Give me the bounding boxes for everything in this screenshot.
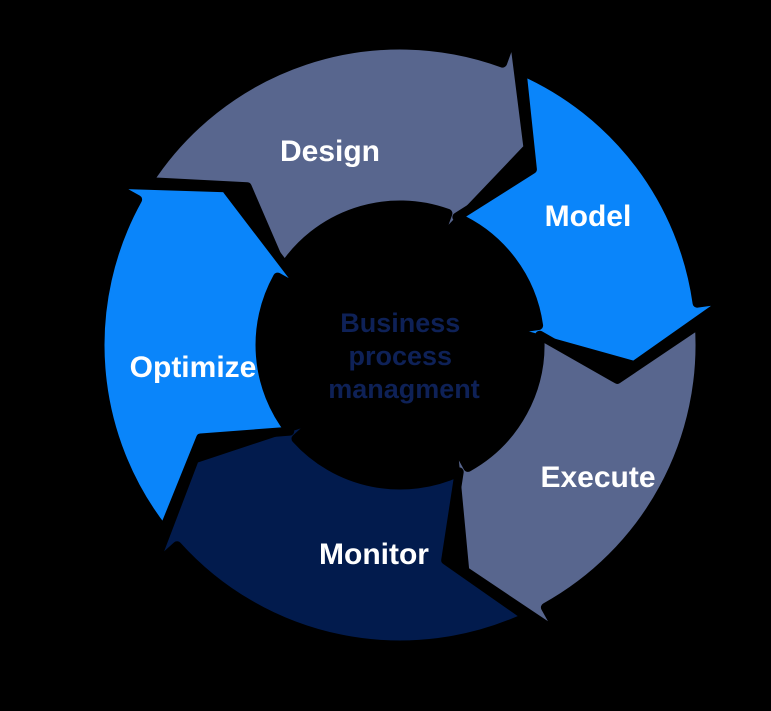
arrow-monitor — [148, 412, 532, 650]
step-label-execute: Execute — [540, 461, 655, 494]
step-label-optimize: Optimize — [130, 351, 257, 384]
diagram-title-line-3: managment — [328, 374, 480, 404]
diagram-title-line-2: process — [348, 341, 452, 371]
arrow-design — [143, 28, 533, 274]
diagram-title-line-1: Business — [340, 308, 460, 338]
arrow-execute — [447, 319, 705, 640]
arrow-optimize — [95, 179, 310, 535]
diagram-title: Business process managment — [328, 308, 480, 404]
step-label-model: Model — [545, 200, 632, 233]
step-label-design: Design — [280, 135, 380, 168]
step-label-monitor: Monitor — [319, 538, 429, 571]
arrow-model — [452, 66, 734, 370]
